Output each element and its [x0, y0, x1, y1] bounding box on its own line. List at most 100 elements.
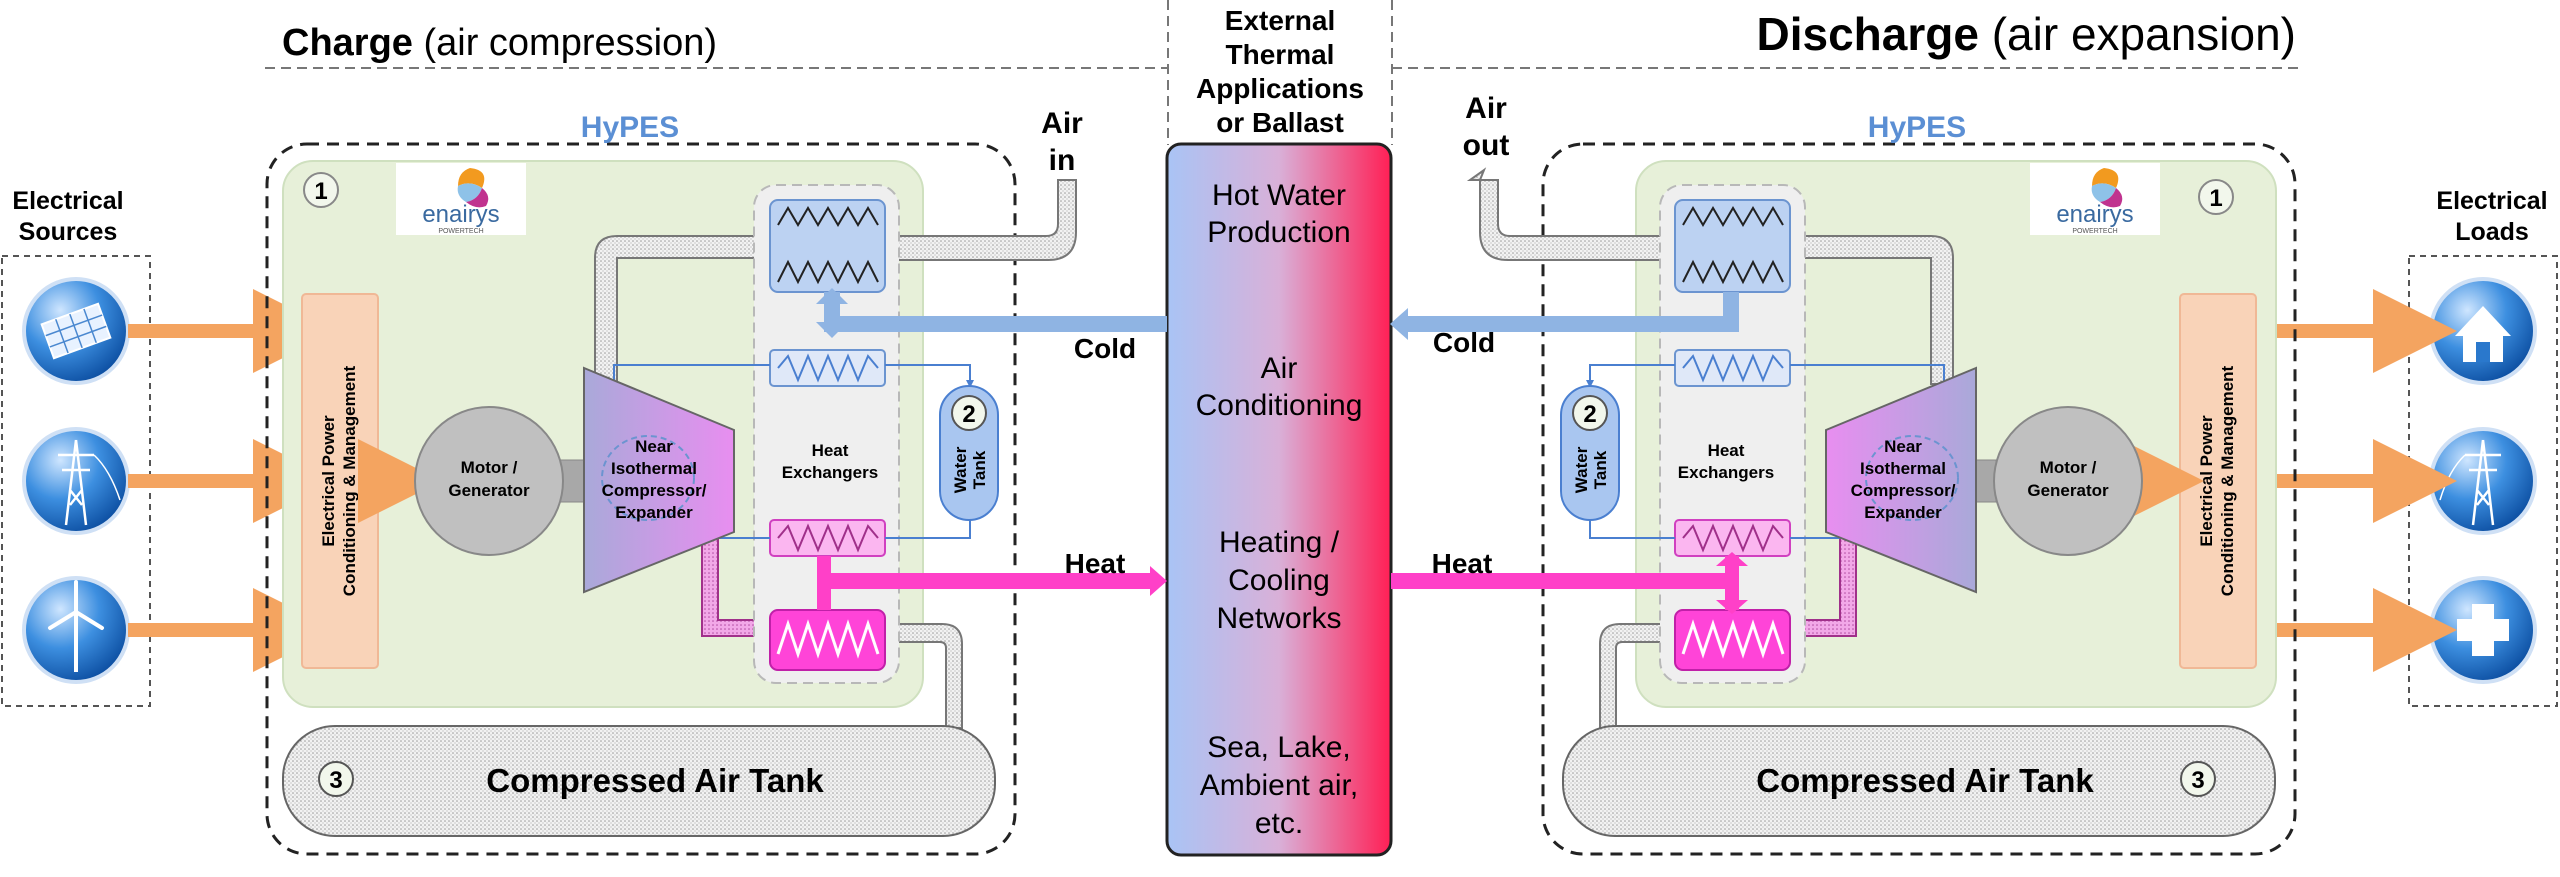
compressor-left: [583, 366, 735, 594]
networks-line-2: Cooling: [1228, 564, 1330, 597]
compressor-label-left-4: Expander: [615, 503, 693, 522]
heat-exchangers-label-left-2: Exchangers: [782, 463, 878, 482]
expander-label-right-2: Isothermal: [1860, 459, 1946, 478]
air-conditioning-line-1: Air: [1261, 352, 1298, 385]
air-in-label-2: in: [1049, 144, 1076, 177]
compressed-air-hx-right: [1674, 609, 1791, 671]
solar-panel-icon: [22, 277, 130, 385]
marker-2-left-label: 2: [962, 401, 975, 428]
svg-text:Discharge (air expansion): Discharge (air expansion): [1757, 8, 2296, 60]
compressor-label-left-2: Isothermal: [611, 459, 697, 478]
charge-title: Charge (air compression): [265, 22, 1168, 69]
heat-exchangers-label-left-1: Heat: [812, 441, 849, 460]
discharge-title-rest: (air expansion): [1979, 8, 2296, 60]
heat-flow-left: [817, 556, 1167, 610]
tank-label-left: Compressed Air Tank: [486, 762, 824, 799]
compressor-label-left-3: Compressor/: [602, 481, 707, 500]
svg-text:Charge (air compression): Charge (air compression): [282, 22, 717, 64]
air-exhaust-hx-right: [1674, 199, 1791, 293]
heat-label-right: Heat: [1432, 548, 1493, 579]
expander-right: [1825, 366, 1977, 594]
marker-1-right: [2198, 179, 2234, 215]
heat-exchangers-label-right-2: Exchangers: [1678, 463, 1774, 482]
external-heading: External Thermal Applications or Ballast: [1196, 5, 1364, 138]
power-label-left-2: Conditioning & Management: [340, 365, 359, 596]
heat-exchanger-column-right: [1659, 184, 1806, 684]
ambient-line-3: etc.: [1255, 807, 1303, 840]
loads-label-line-1: Electrical: [2436, 187, 2547, 215]
motor-label-right-2: Generator: [2027, 481, 2109, 500]
heat-label-left: Heat: [1065, 548, 1126, 579]
external-heading-line-2: Thermal: [1226, 39, 1335, 70]
expander-label-right-4: Expander: [1864, 503, 1942, 522]
power-conditioning-left-text: Electrical Power Conditioning & Manageme…: [319, 365, 359, 596]
air-conditioning-line-2: Conditioning: [1196, 389, 1363, 422]
loads-label-line-2: Loads: [2455, 218, 2529, 246]
networks-line-1: Heating /: [1219, 526, 1340, 559]
cold-label-right: Cold: [1433, 327, 1495, 358]
discharge-title: Discharge (air expansion): [1392, 8, 2300, 69]
charge-subsystem: Electrical Sources: [1, 107, 1167, 856]
motor-label-right-1: Motor /: [2040, 458, 2097, 477]
hypes-label-left: HyPES: [581, 111, 679, 144]
cold-flow-left: [816, 288, 1167, 338]
sources-label-line-1: Electrical: [12, 187, 123, 215]
marker-2-right-label: 2: [1583, 401, 1596, 428]
power-label-right-2: Conditioning & Management: [2218, 365, 2237, 596]
motor-label-left-2: Generator: [448, 481, 530, 500]
charge-title-rest: (air compression): [413, 22, 717, 64]
air-intake-hx-left: [769, 199, 886, 293]
air-in-label-1: Air: [1041, 107, 1083, 140]
house-icon: [2429, 277, 2537, 385]
discharge-title-bold: Discharge: [1757, 8, 1979, 60]
compressed-air-tank-right: [1562, 725, 2276, 837]
discharge-system-box: [1541, 142, 2297, 856]
expander-label-right-1: Near: [1884, 437, 1922, 456]
networks-line-3: Networks: [1216, 602, 1341, 635]
air-out-label-1: Air: [1465, 92, 1507, 125]
water-tank-right-line-2: Tank: [1591, 450, 1610, 489]
marker-1-left: [303, 172, 339, 208]
heat-flow-right: [1391, 552, 1748, 614]
external-heading-line-4: or Ballast: [1216, 107, 1344, 138]
power-pylon-icon: [2429, 427, 2537, 535]
discharge-subsystem: Electrical Loads HyPES 1: [1390, 92, 2558, 856]
motor-generator-right: [1993, 406, 2143, 556]
enairys-logo-right-sub: POWERTECH: [2072, 228, 2117, 235]
expander-label-right-3: Compressor/: [1851, 481, 1956, 500]
power-pylon-icon: [22, 427, 130, 535]
power-label-left-1: Electrical Power: [319, 415, 338, 547]
tank-label-right: Compressed Air Tank: [1756, 762, 2094, 799]
water-tank-left-line-1: Water: [951, 446, 970, 493]
water-tank-right-line-1: Water: [1572, 446, 1591, 493]
marker-3-left-label: 3: [329, 767, 342, 794]
cold-label-left: Cold: [1074, 333, 1136, 364]
power-label-right-1: Electrical Power: [2197, 415, 2216, 547]
marker-3-right-label: 3: [2191, 767, 2204, 794]
external-heading-line-1: External: [1225, 5, 1336, 36]
motor-generator-left: [414, 406, 564, 556]
motor-label-left-1: Motor /: [461, 458, 518, 477]
medical-cross-icon: [2429, 576, 2537, 684]
ambient-line-2: Ambient air,: [1200, 769, 1358, 802]
enairys-logo-left-text: enairys: [422, 201, 499, 228]
air-out-label-2: out: [1463, 129, 1510, 162]
charge-system-box: [265, 142, 1017, 856]
marker-1-left-label: 1: [314, 178, 327, 205]
compressed-air-hx-left: [769, 609, 886, 671]
heat-exchanger-column-left: [753, 184, 900, 684]
marker-1-right-label: 1: [2209, 185, 2222, 212]
sources-box: [1, 255, 151, 707]
ambient-line-1: Sea, Lake,: [1207, 731, 1350, 764]
charge-title-bold: Charge: [282, 22, 413, 64]
compressed-air-tank-left: [282, 725, 996, 837]
hot-water-line-2: Production: [1207, 216, 1350, 249]
hot-water-line-1: Hot Water: [1212, 179, 1346, 212]
source-arrows: [128, 289, 337, 672]
external-heading-line-3: Applications: [1196, 73, 1364, 104]
external-thermal-column: [1165, 142, 1393, 857]
enairys-logo-left: enairys POWERTECH: [396, 163, 526, 235]
compressor-label-left-1: Near: [635, 437, 673, 456]
external-items: Hot Water Production Air Conditioning He…: [1196, 179, 1363, 840]
